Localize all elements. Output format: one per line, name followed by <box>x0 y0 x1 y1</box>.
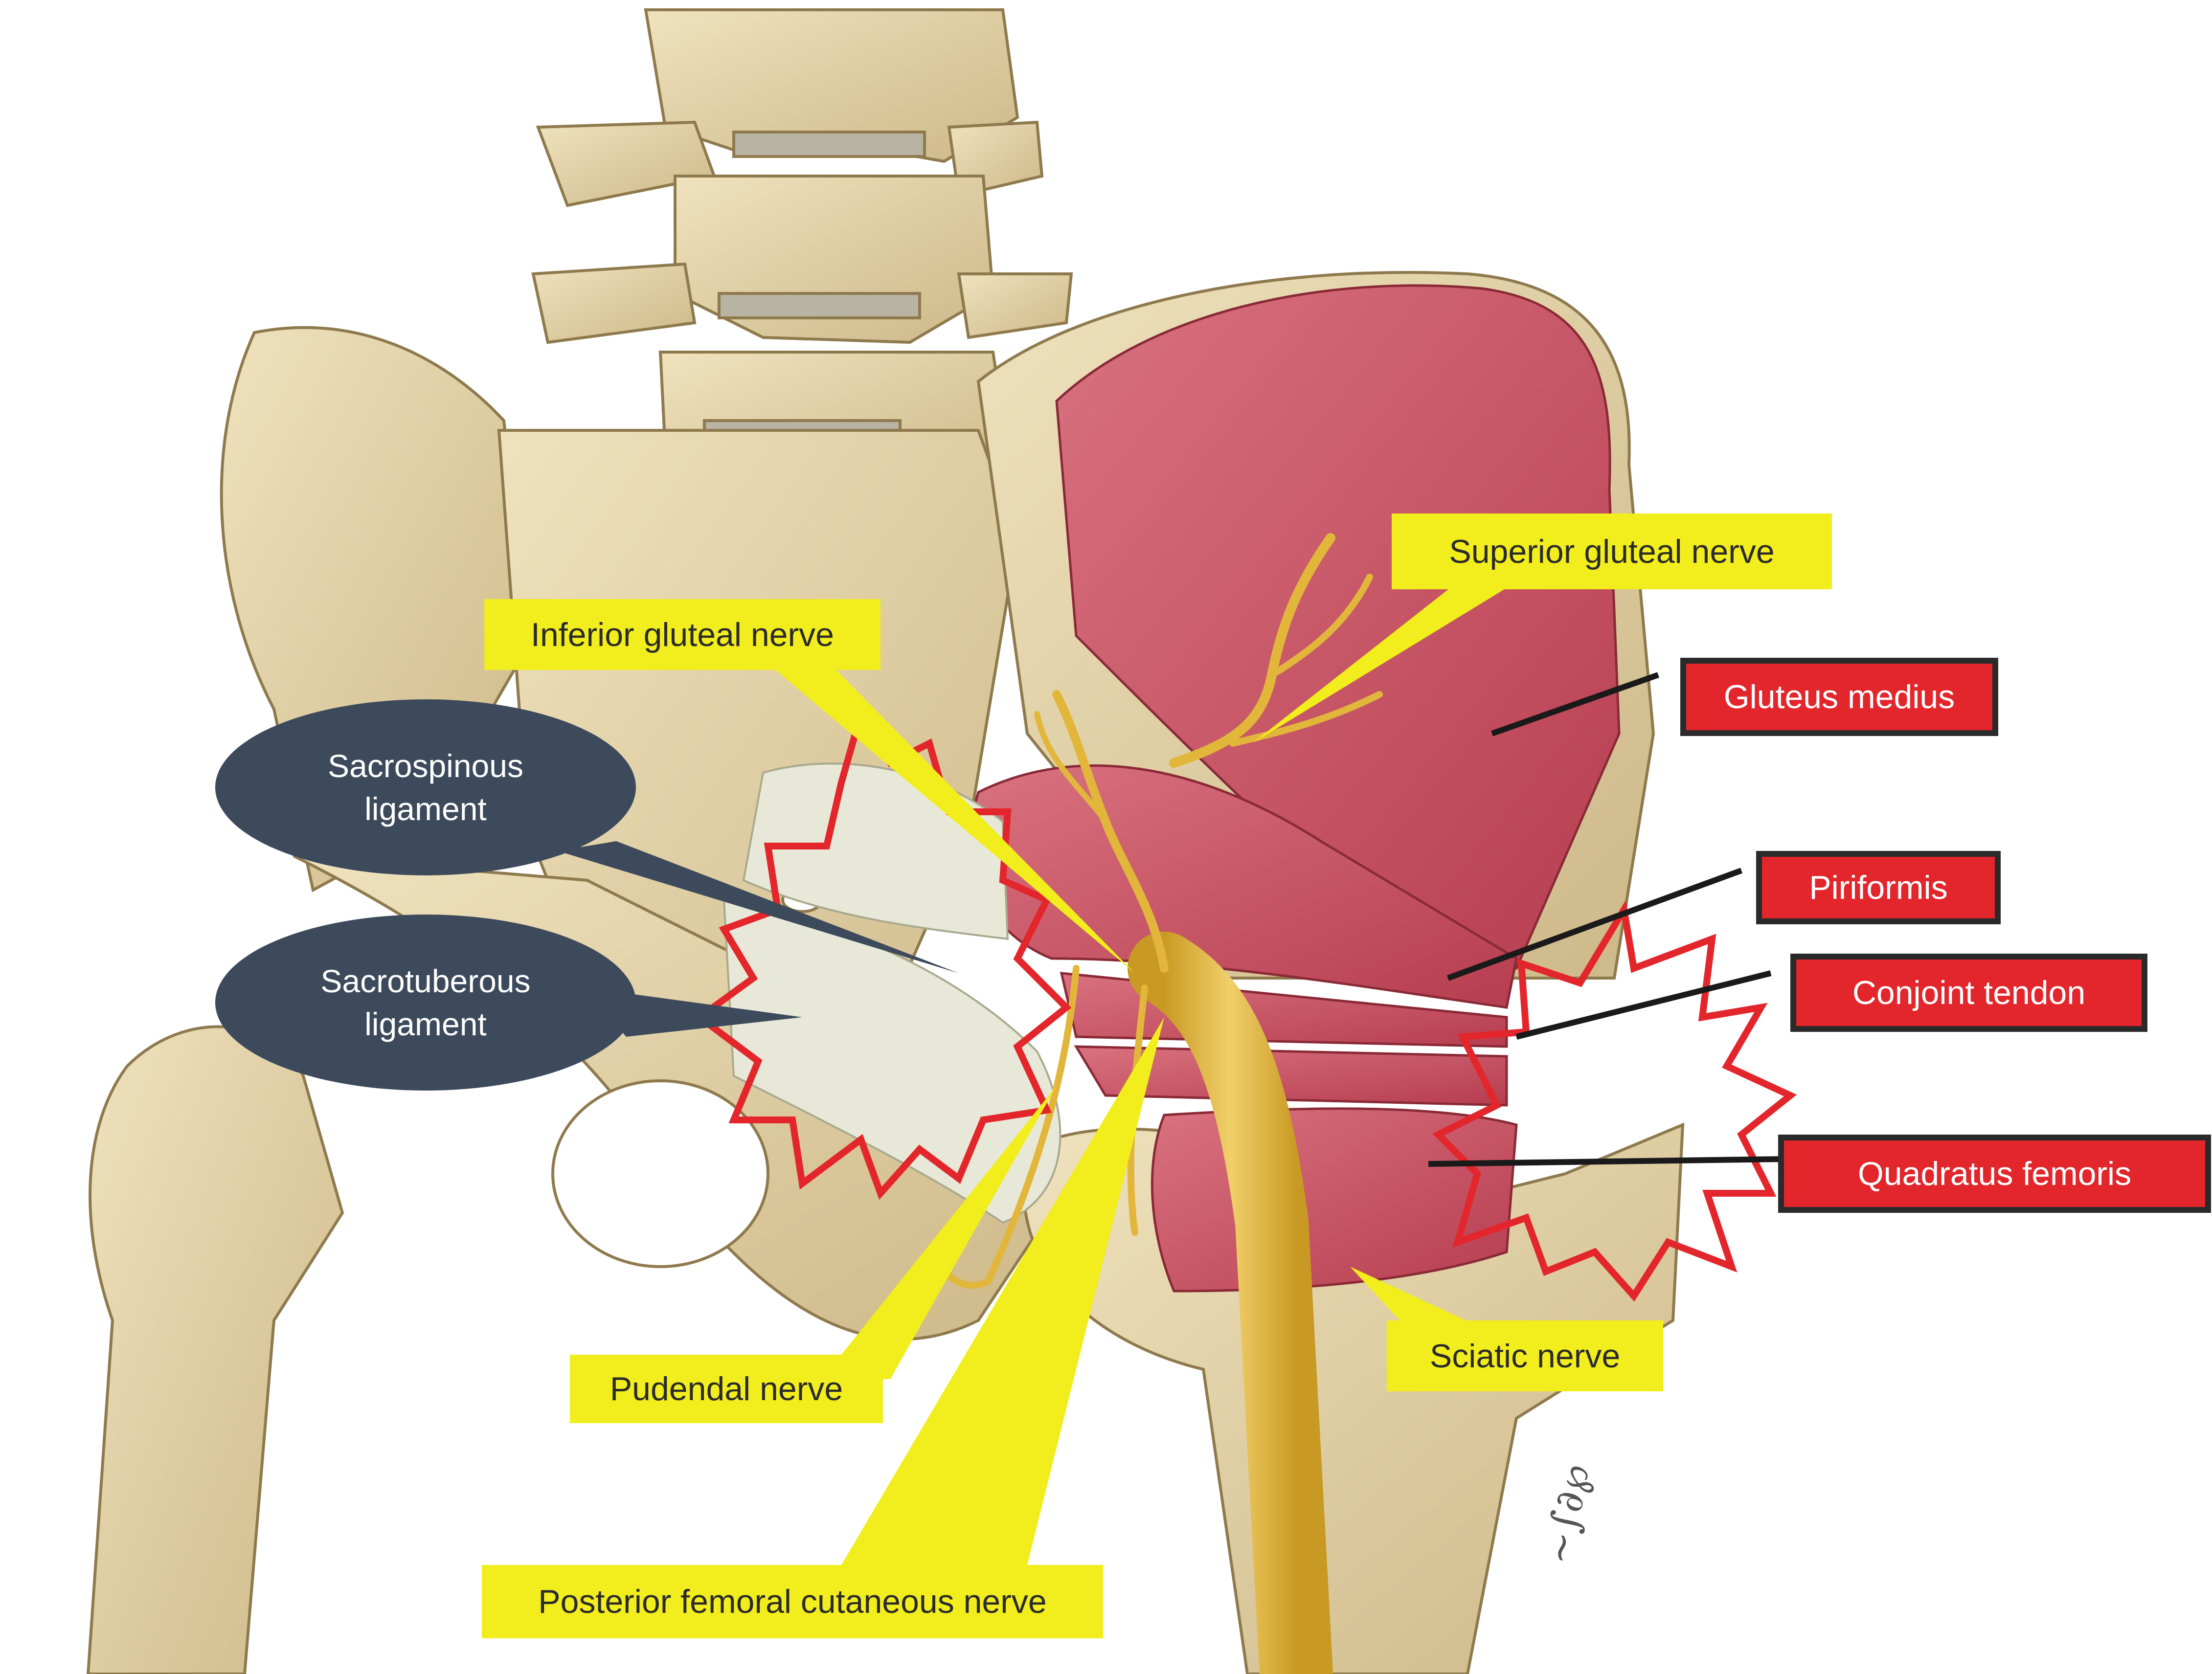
quadratus-femoris-muscle <box>1151 1107 1518 1293</box>
posterior-femoral-cutaneous-nerve-label: Posterior femoral cutaneous nerve <box>482 1565 1103 1638</box>
ligament-callout-pointers <box>558 841 959 1037</box>
superior-gluteal-nerve-label: Superior gluteal nerve <box>1392 513 1832 589</box>
pudendal-nerve-branch <box>941 965 1080 1289</box>
nerve-callout-pointers <box>758 582 1516 1565</box>
quadratus-femoris-label: Quadratus femoris <box>1778 1135 2211 1213</box>
gluteus-medius-muscle <box>1055 284 1621 980</box>
sacrotuberous-ligament-label: Sacrotuberous ligament <box>320 963 531 1042</box>
sacrospinous-ligament-label: Sacrospinous ligament <box>328 748 523 827</box>
conjoint-tendon-label: Conjoint tendon <box>1790 954 2147 1032</box>
sciatic-nerve-label: Sciatic nerve <box>1387 1320 1663 1391</box>
pudendal-nerve-label: Pudendal nerve <box>570 1355 883 1423</box>
right-starburst <box>1432 900 1797 1302</box>
piriformis-label: Piriformis <box>1756 851 2001 924</box>
sciatic-nerve-trunk <box>1128 932 1333 1674</box>
muscle-leader-lines <box>1428 672 1786 1167</box>
gluteus-medius-label: Gluteus medius <box>1680 658 1998 736</box>
obturator-internus-muscle <box>1074 1045 1508 1107</box>
sacrotuberous-oval <box>215 915 636 1091</box>
inferior-gluteal-nerve-label: Inferior gluteal nerve <box>484 599 880 670</box>
sacrospinous-oval <box>215 699 636 875</box>
left-femur <box>86 1025 344 1674</box>
